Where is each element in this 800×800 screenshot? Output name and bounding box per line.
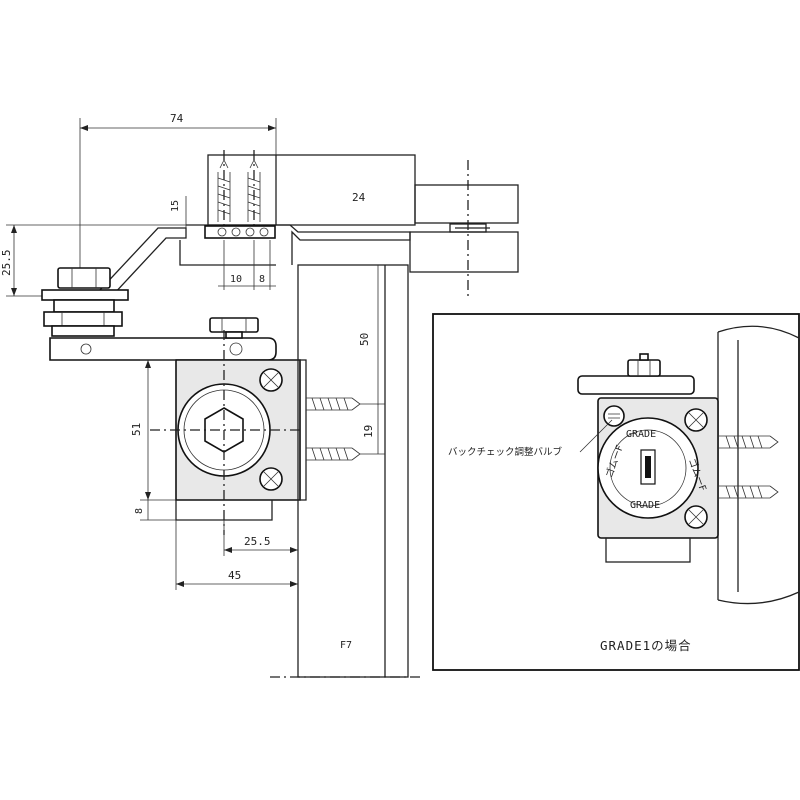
dim-15-label: 15 [170, 200, 181, 212]
dimension-50: 50 [358, 265, 379, 405]
dim-19-label: 19 [362, 425, 375, 438]
screw-icon [718, 485, 779, 499]
detail-view: GRADE GRADE ゴムーF ゴムーF バックチェック調整バルブ GRADE… [432, 313, 800, 671]
lower-arm [49, 337, 277, 361]
closer-body [150, 330, 307, 535]
arm-linkage [99, 227, 187, 297]
dimension-10-8: 10 8 [218, 240, 276, 290]
arm-plate [179, 224, 411, 266]
dimension-19: 19 [360, 403, 385, 455]
dim-50-label: 50 [358, 333, 371, 346]
dim-10-label: 10 [230, 274, 242, 285]
dimension-51: 51 [130, 359, 176, 501]
dimension-25-5-bottom: 25.5 [223, 520, 299, 556]
screw-icon [718, 435, 779, 449]
dimension-45: 45 [175, 520, 299, 590]
screw-icon [306, 447, 361, 461]
door-thickness-label: 24 [352, 191, 366, 204]
bolt-icon [627, 353, 661, 377]
screw-head-icon [684, 408, 708, 432]
main-view: 74 24 [0, 112, 519, 678]
bolt-icon [209, 317, 259, 339]
dimension-25-5-left: 25.5 [0, 224, 186, 297]
frame-screws [306, 397, 361, 461]
detail-caption: GRADE1の場合 [600, 638, 692, 653]
screw-head-icon [259, 368, 283, 392]
valve-callout: バックチェック調整バルブ [448, 446, 563, 458]
adjustment-valve-icon [603, 405, 625, 427]
dim-8-bottom-label: 8 [134, 508, 145, 514]
dimension-74: 74 [79, 112, 277, 270]
dim-8-top-label: 8 [259, 274, 265, 285]
screw-head-icon [684, 505, 708, 529]
frame-label: F7 [340, 640, 352, 651]
dim-45-label: 45 [228, 569, 241, 582]
dimension-8-bottom: 8 [134, 500, 176, 521]
top-screws [217, 150, 261, 235]
nut-stack [41, 267, 129, 337]
dim-74-label: 74 [170, 112, 184, 125]
screw-head-icon [259, 467, 283, 491]
screw-icon [306, 397, 361, 411]
dim-25-5-left-label: 25.5 [0, 250, 13, 277]
dial-text-top: GRADE [626, 429, 656, 440]
dial-text-bottom: GRADE [630, 500, 660, 511]
frame: F7 [270, 264, 420, 678]
dimension-15: 15 [170, 196, 187, 228]
dim-25-5-bottom-label: 25.5 [244, 535, 271, 548]
door-top: 24 [207, 154, 519, 298]
dim-51-label: 51 [130, 423, 143, 436]
